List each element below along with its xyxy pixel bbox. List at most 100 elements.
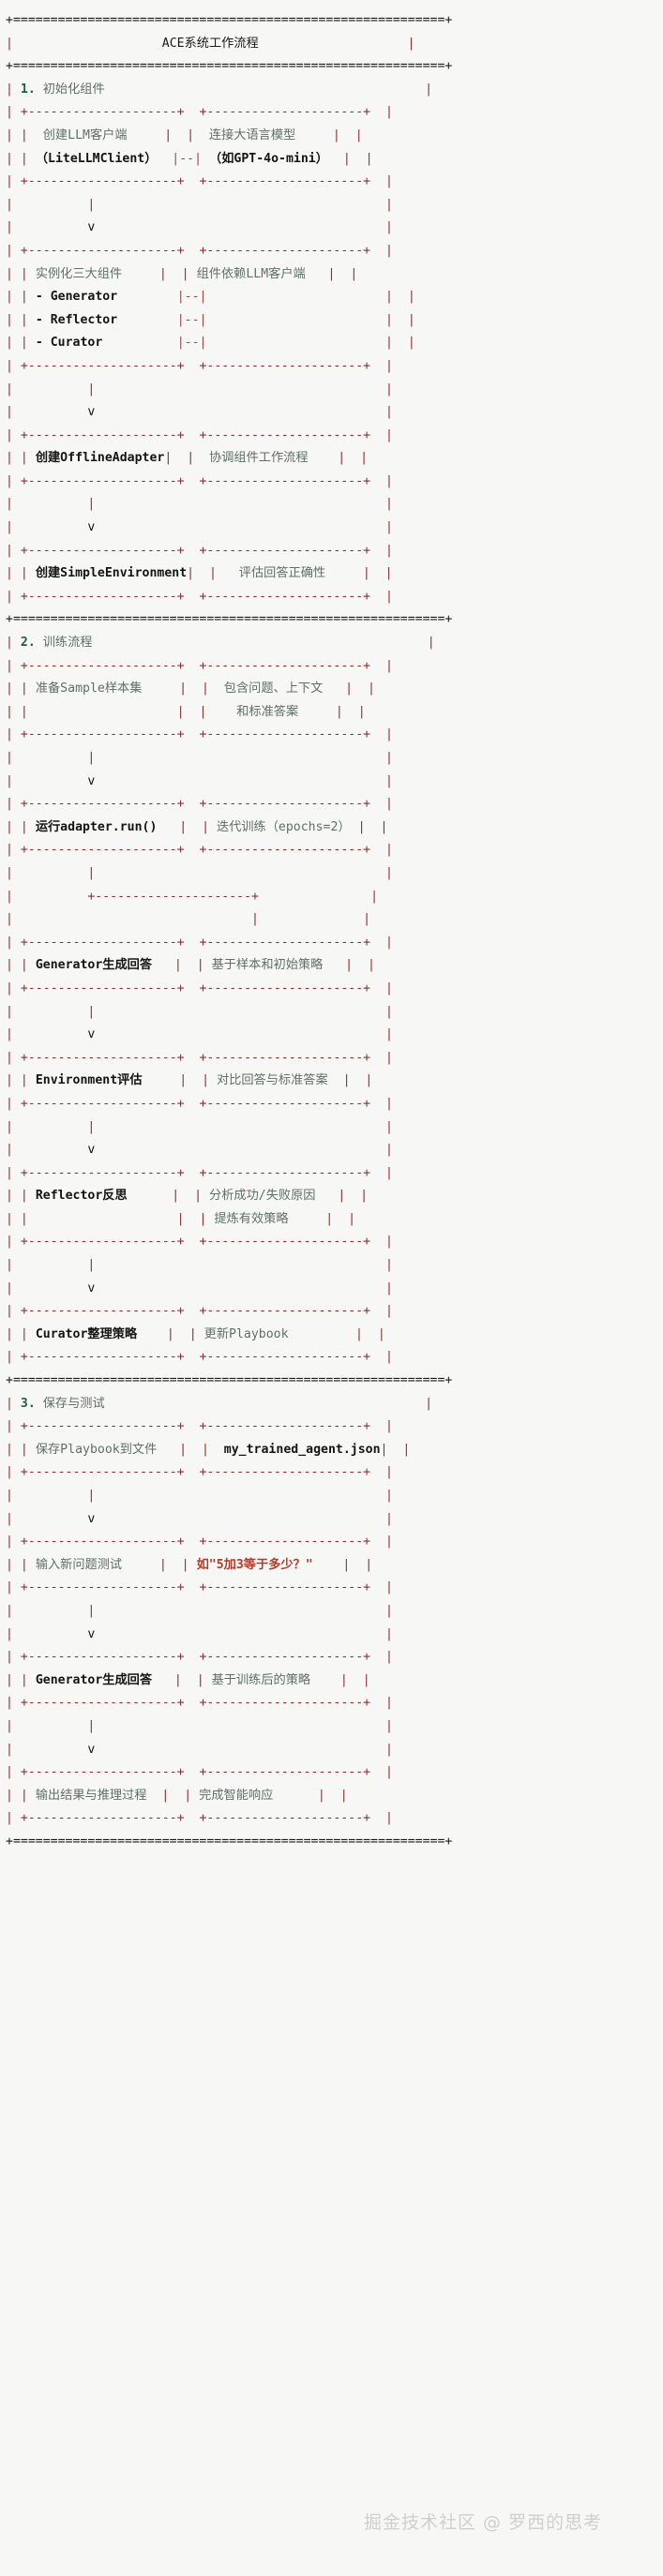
- title-underline-rule: +=======================================…: [6, 59, 453, 74]
- step-label: - Generator: [35, 290, 118, 305]
- box-bottom-border: +--------------------+: [20, 1350, 185, 1365]
- vertical-link: |: [87, 1004, 96, 1019]
- down-arrow: v: [87, 1626, 96, 1641]
- box-top-border: +--------------------+: [20, 935, 185, 950]
- step-label: 创建SimpleEnvironment: [35, 566, 188, 581]
- vertical-link: |: [87, 1718, 96, 1733]
- step-label: 连接大语言模型: [208, 127, 296, 142]
- step-label: 完成智能响应: [199, 1788, 274, 1803]
- box-bottom-border: +--------------------+: [20, 1580, 185, 1595]
- link-connector: |--|: [176, 290, 207, 305]
- down-arrow: v: [87, 405, 96, 420]
- box-top-border: +---------------------+: [199, 1304, 371, 1319]
- box-top-border: +--------------------+: [20, 1050, 185, 1065]
- step-label: - Curator: [35, 336, 103, 351]
- box-top-border: +---------------------+: [199, 243, 371, 258]
- box-bottom-border: +--------------------+: [20, 1096, 185, 1111]
- box-bottom-border: +--------------------+: [20, 1235, 185, 1250]
- bottom-border-rule: +=======================================…: [6, 1834, 453, 1849]
- box-top-border: +--------------------+: [20, 1304, 185, 1319]
- box-bottom-border: +--------------------+: [20, 981, 185, 996]
- box-top-border: +---------------------+: [199, 797, 371, 812]
- step-label: Generator生成回答: [35, 1672, 153, 1687]
- box-bottom-border: +--------------------+: [20, 358, 185, 373]
- section-3-heading: 保存与测试: [42, 1396, 105, 1411]
- box-bottom-border: +---------------------+: [199, 174, 371, 189]
- box-top-border: +---------------------+: [199, 1050, 371, 1065]
- section-divider-rule: +=======================================…: [6, 1373, 453, 1388]
- down-arrow: v: [87, 1281, 96, 1295]
- step-label: 协调组件工作流程: [209, 451, 309, 466]
- box-top-border: +---------------------+: [199, 427, 371, 442]
- step-label: 基于样本和初始策略: [211, 958, 324, 973]
- box-top-border: +---------------------+: [199, 543, 371, 558]
- vertical-link: |: [87, 197, 96, 212]
- step-label: 评估回答正确性: [238, 566, 326, 581]
- section-3-index: 3.: [20, 1396, 36, 1411]
- step-label: 对比回答与标准答案: [216, 1073, 328, 1088]
- box-top-border: +--------------------+: [20, 1419, 185, 1434]
- step-label: Reflector反思: [35, 1189, 128, 1204]
- step-label: 准备Sample样本集: [35, 681, 143, 696]
- box-top-border: +---------------------+: [199, 935, 371, 950]
- box-top-border: +--------------------+: [20, 105, 185, 120]
- box-top-border: +---------------------+: [199, 1650, 371, 1665]
- box-top-border: +---------------------+: [199, 1419, 371, 1434]
- step-label: 包含问题、上下文: [223, 681, 324, 696]
- box-top-border: +---------------------+: [199, 658, 371, 673]
- box-bottom-border: +--------------------+: [20, 843, 185, 858]
- step-label: 更新Playbook: [203, 1326, 289, 1341]
- box-bottom-border: +--------------------+: [20, 473, 185, 488]
- step-label: 基于训练后的策略: [211, 1672, 311, 1687]
- vertical-link: |: [87, 382, 96, 397]
- top-border-rule: +=======================================…: [6, 13, 453, 27]
- box-bottom-border: +---------------------+: [199, 843, 371, 858]
- box-bottom-border: +---------------------+: [199, 1811, 371, 1826]
- box-top-border: +--------------------+: [20, 797, 185, 812]
- step-label: 提炼有效策略: [214, 1211, 289, 1226]
- vertical-link: |: [87, 1489, 96, 1503]
- box-top-border: +--------------------+: [20, 1765, 185, 1780]
- step-label: 输入新问题测试: [35, 1557, 123, 1572]
- vertical-link: |: [251, 912, 259, 927]
- vertical-link: |: [87, 1258, 96, 1273]
- box-bottom-border: +---------------------+: [199, 589, 371, 604]
- box-top-border: +--------------------+: [20, 1650, 185, 1665]
- box-bottom-border: +--------------------+: [20, 727, 185, 742]
- section-divider-rule: +=======================================…: [6, 612, 453, 627]
- box-top-border: +--------------------+: [20, 1535, 185, 1550]
- step-label: Curator整理策略: [35, 1326, 138, 1341]
- section-2-heading: 训练流程: [42, 636, 93, 651]
- step-label: my_trained_agent.json: [223, 1442, 381, 1457]
- link-connector: |--|: [172, 151, 203, 166]
- step-label: 输出结果与推理过程: [35, 1788, 147, 1803]
- loop-back-connector: +---------------------+: [87, 889, 259, 904]
- box-top-border: +---------------------+: [199, 1535, 371, 1550]
- diagram-title: ACE系统工作流程: [161, 36, 259, 51]
- step-label: 迭代训练（epochs=2）: [216, 819, 351, 834]
- down-arrow: v: [87, 1511, 96, 1526]
- box-bottom-border: +---------------------+: [199, 1350, 371, 1365]
- box-bottom-border: +---------------------+: [199, 981, 371, 996]
- step-label: 和标准答案: [236, 704, 299, 719]
- box-top-border: +--------------------+: [20, 543, 185, 558]
- box-bottom-border: +--------------------+: [20, 589, 185, 604]
- step-label: 保存Playbook到文件: [35, 1442, 158, 1457]
- box-top-border: +--------------------+: [20, 427, 185, 442]
- down-arrow: v: [87, 1742, 96, 1757]
- box-bottom-border: +--------------------+: [20, 1465, 185, 1480]
- down-arrow: v: [87, 773, 96, 788]
- box-top-border: +---------------------+: [199, 105, 371, 120]
- step-label: 组件依赖LLM客户端: [196, 266, 306, 281]
- box-bottom-border: +---------------------+: [199, 473, 371, 488]
- vertical-link: |: [87, 1119, 96, 1134]
- box-bottom-border: +---------------------+: [199, 1465, 371, 1480]
- section-1-index: 1.: [20, 82, 36, 97]
- step-label: （LiteLLMClient）: [35, 151, 158, 166]
- box-bottom-border: +---------------------+: [199, 358, 371, 373]
- step-label: Environment评估: [35, 1073, 143, 1088]
- vertical-link: |: [87, 865, 96, 880]
- box-top-border: +---------------------+: [199, 1165, 371, 1180]
- step-label: 实例化三大组件: [35, 266, 123, 281]
